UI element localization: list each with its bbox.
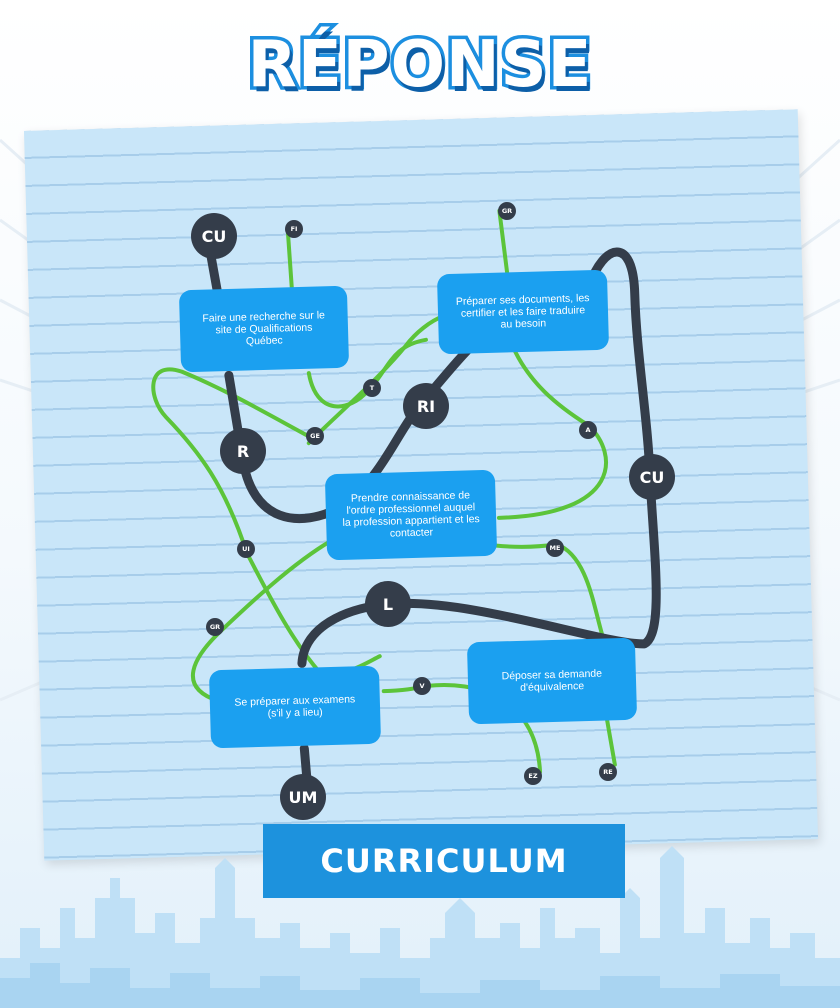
green-path-gr-top (497, 208, 510, 275)
box-documents: Préparer ses documents, les certifier et… (436, 269, 610, 355)
decoy-node-ge: GE (306, 427, 324, 445)
city-skyline (0, 846, 840, 1008)
decoy-node-fi: FI (285, 220, 303, 238)
decoy-node-t: T (363, 379, 381, 397)
decoy-node-gr-left: GR (206, 618, 224, 636)
decoy-node-a: A (579, 421, 597, 439)
green-path-me (554, 542, 605, 637)
green-path-re (604, 714, 617, 767)
syllable-node-r: R (220, 428, 266, 474)
decoy-node-ui: UI (237, 540, 255, 558)
box-demande: Déposer sa demande d'équivalence (466, 637, 638, 725)
page-title: RÉPONSE (244, 25, 595, 106)
green-path-gr-left-2 (190, 630, 222, 703)
syllable-node-cu-right: CU (629, 454, 675, 500)
decoy-node-ez: EZ (524, 767, 542, 785)
syllable-node-um: UM (280, 774, 326, 820)
syllable-node-cu-top: CU (191, 213, 237, 259)
answer-banner: CURRICULUM (263, 824, 625, 898)
green-path-ge (151, 367, 316, 555)
decoy-node-gr-top: GR (498, 202, 516, 220)
box-ordre: Prendre connaissance de l'ordre professi… (324, 469, 498, 561)
dark-path-6 (388, 469, 661, 649)
decoy-node-me: ME (546, 539, 564, 557)
syllable-node-ri: RI (403, 383, 449, 429)
dark-path-5 (584, 247, 655, 479)
box-recherche: Faire une recherche sur le site de Quali… (178, 285, 350, 373)
box-examens: Se préparer aux examens (s'il y a lieu) (208, 665, 382, 749)
decoy-node-re: RE (599, 763, 617, 781)
decoy-node-v: V (413, 677, 431, 695)
syllable-node-l: L (365, 581, 411, 627)
green-path-v (381, 683, 543, 774)
